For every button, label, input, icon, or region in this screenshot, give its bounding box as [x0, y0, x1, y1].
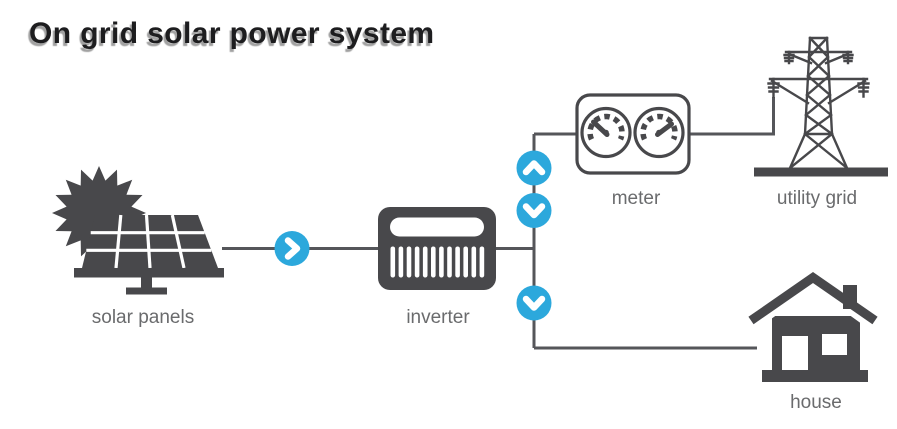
panel-stand-base: [126, 287, 167, 295]
tower-upper-arm: [784, 50, 853, 65]
label-inverter: inverter: [406, 307, 470, 328]
house-roof: [748, 272, 878, 325]
panel-frame: [74, 268, 224, 278]
flow-arrow-right-icon: [274, 231, 310, 266]
inverter-display-slot: [390, 217, 484, 237]
utility-grid-icon: [754, 36, 888, 177]
label-meter: meter: [611, 188, 661, 209]
label-utility-grid: utility grid: [776, 188, 858, 209]
flow-arrow-down-house-icon: [516, 285, 552, 321]
house-door: [782, 336, 808, 370]
label-house: house: [790, 392, 842, 413]
tower-legs: [788, 132, 849, 170]
label-solar-panels: solar panels: [91, 307, 195, 328]
inverter-icon: [378, 207, 496, 290]
inverter-vents: [390, 246, 485, 278]
meter-gauge-left: [580, 106, 632, 159]
house-window: [822, 334, 847, 355]
panel-grid-lines: [86, 214, 212, 269]
meter-gauge-right: [633, 106, 685, 159]
solar-panels-icon: [52, 166, 224, 295]
line-meter-to-grid: [689, 97, 775, 136]
meter-icon: [575, 93, 691, 175]
house-icon: [748, 272, 878, 382]
tower-lattice: [803, 36, 834, 136]
tower-lower-insulators: [767, 77, 870, 98]
flow-arrow-up-icon: [516, 150, 552, 186]
connector-lines: [222, 97, 775, 350]
panel-stand-stem: [141, 277, 152, 288]
tower-upper-insulators: [783, 50, 854, 65]
page-title: On grid solar power system: [29, 17, 435, 50]
flow-arrow-down-icon: [516, 193, 552, 228]
house-base: [762, 370, 868, 382]
tower-ground-bar: [754, 167, 888, 177]
tower-lower-arm: [768, 77, 869, 105]
